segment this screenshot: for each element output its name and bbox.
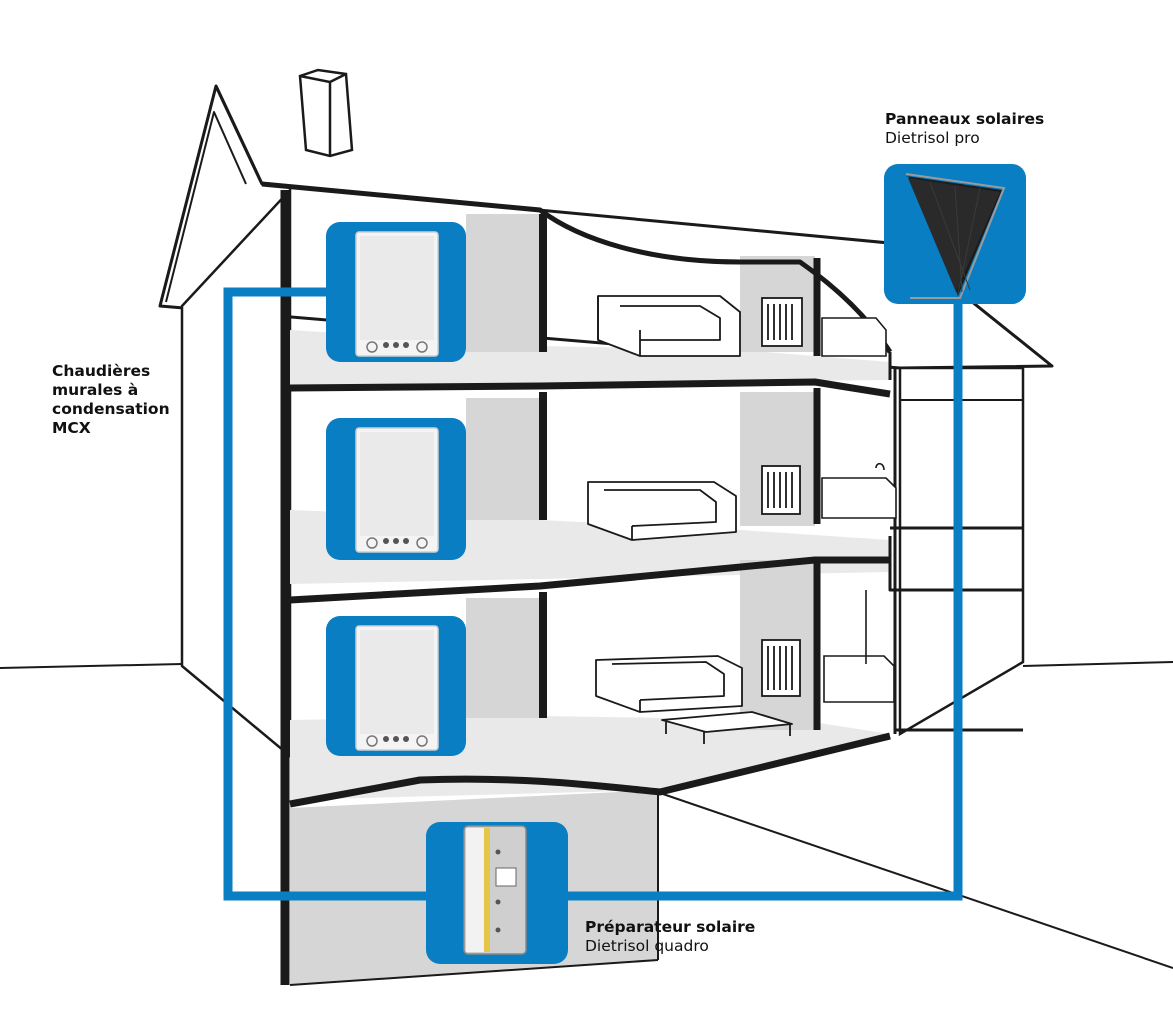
ground-lines (0, 661, 1173, 969)
boilers-label: Chaudières murales à condensation MCX (52, 362, 170, 438)
boiler-unit-bottom (326, 616, 466, 756)
solar-cylinder-label: Préparateur solaire Dietrisol quadro (585, 918, 755, 956)
boilers-label-line-1: Chaudières (52, 362, 151, 380)
pipe-loop (223, 287, 963, 901)
bathtub-middle (821, 477, 897, 519)
sofa-middle (587, 481, 737, 541)
sofa-top (597, 295, 741, 357)
sofas (587, 295, 793, 744)
coffee-table (661, 711, 793, 744)
solar-panel-unit (884, 164, 1026, 304)
radiator-top (761, 297, 803, 347)
boilers-label-line-2: murales à (52, 381, 139, 399)
chimney (298, 68, 354, 158)
cutaway-structure (261, 181, 1023, 986)
solar-cylinder-unit (426, 822, 568, 964)
solar-panels-subtitle: Dietrisol pro (885, 129, 980, 147)
solar-cylinder-subtitle: Dietrisol quadro (585, 937, 709, 955)
bathtub-top (821, 317, 887, 357)
solar-panels-label: Panneaux solaires Dietrisol pro (885, 110, 1044, 148)
boiler-unit-middle (326, 418, 466, 560)
radiator-middle (761, 465, 801, 515)
sofa-bottom (595, 655, 743, 713)
solar-panels-title: Panneaux solaires (885, 110, 1045, 128)
bathtub-bottom (823, 655, 895, 703)
radiator-bottom (761, 639, 801, 697)
boiler-unit-top (326, 222, 466, 362)
solar-cylinder-title: Préparateur solaire (585, 918, 756, 936)
radiators (761, 297, 803, 697)
boilers-label-line-3: condensation (52, 400, 170, 418)
bathtubs (821, 317, 897, 703)
boilers-label-line-4: MCX (52, 419, 91, 437)
